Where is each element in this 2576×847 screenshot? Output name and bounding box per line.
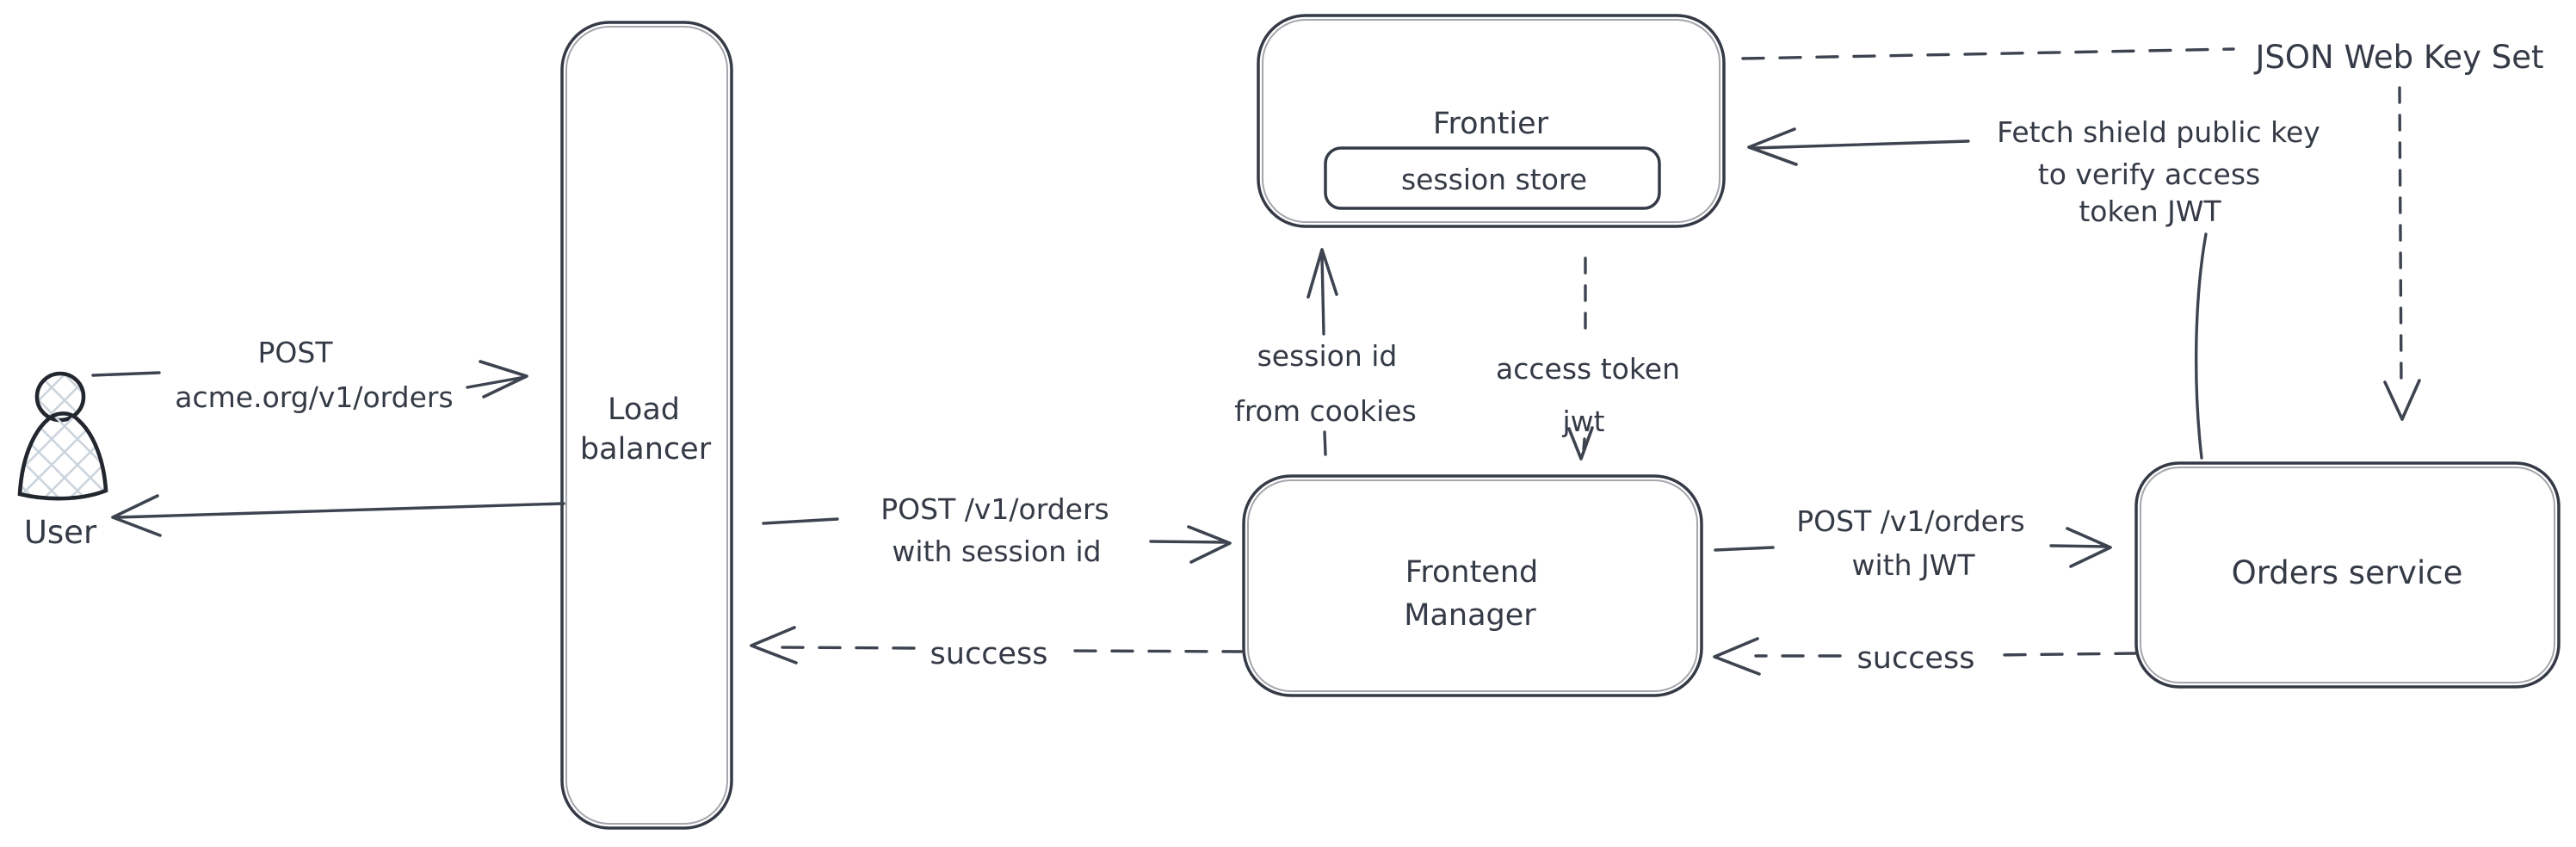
edge-frontier-to-fm-label-line1: access token [1496, 352, 1680, 386]
arrowhead-left [111, 494, 162, 537]
orders-service-node: Orders service [2134, 461, 2561, 689]
load-balancer-label-line2: balancer [580, 432, 712, 467]
frontier-node: Frontier session store [1257, 14, 1726, 228]
edge-jwks: JSON Web Key Set [1741, 39, 2544, 421]
edge-orders-to-fm-success-label: success [1857, 641, 1975, 676]
session-store-label: session store [1401, 163, 1587, 196]
load-balancer-node: Load balancer [560, 21, 733, 830]
edge-user-to-lb-label-line2: acme.org/v1/orders [175, 380, 453, 414]
edge-fm-to-orders-label-line1: POST /v1/orders [1796, 504, 2024, 538]
arrowhead-left [1713, 637, 1761, 676]
edge-orders-to-frontier-label-line1: Fetch shield public key [1997, 115, 2320, 149]
arrowhead-right [2066, 527, 2112, 568]
arrowhead-up [1307, 248, 1338, 299]
user-label: User [24, 514, 97, 551]
edge-fm-to-lb-success-label: success [930, 637, 1048, 671]
edge-fm-to-frontier: session id from cookies [1234, 248, 1417, 456]
edge-frontier-to-fm-label-line2: jwt [1561, 405, 1604, 438]
arrowhead-right [479, 360, 528, 399]
orders-service-label: Orders service [2232, 554, 2463, 591]
edge-frontier-to-fm: access token jwt [1496, 257, 1680, 461]
edge-fm-to-frontier-label-line2: from cookies [1234, 394, 1417, 428]
edge-fm-to-orders-label-line2: with JWT [1851, 548, 1975, 582]
frontier-label: Frontier [1433, 107, 1549, 141]
edge-fm-to-orders: POST /v1/orders with JWT [1714, 504, 2112, 582]
arrowhead-left [750, 626, 798, 665]
arrowhead-right [1187, 525, 1232, 564]
edge-fm-to-frontier-label-line1: session id [1257, 339, 1398, 373]
edge-orders-to-frontier-label-line2: to verify access [2038, 158, 2260, 191]
arrowhead-left [1747, 127, 1798, 166]
arrowhead-down [2383, 379, 2421, 421]
edge-fm-to-lb-success: success [750, 626, 1245, 671]
edge-orders-to-frontier: Fetch shield public key to verify access… [1747, 115, 2320, 460]
edge-lb-to-fm-label-line2: with session id [892, 535, 1101, 568]
session-store-node: session store [1324, 146, 1661, 210]
edge-lb-to-fm-label-line1: POST /v1/orders [880, 492, 1109, 526]
edge-lb-to-user [111, 494, 565, 537]
jwks-label: JSON Web Key Set [2254, 39, 2544, 76]
edge-orders-to-frontier-label-line3: token JWT [2079, 195, 2221, 228]
arrowhead-down [1567, 426, 1594, 461]
edge-user-to-lb-label-line1: POST [258, 336, 334, 369]
user-icon-body [17, 411, 108, 501]
load-balancer-label-line1: Load [608, 393, 680, 427]
frontend-manager-label-line2: Manager [1404, 598, 1536, 633]
edge-lb-to-fm: POST /v1/orders with session id [762, 492, 1232, 568]
edge-orders-to-fm-success: success [1713, 637, 2138, 676]
user-node: User [17, 371, 108, 551]
edge-user-to-lb: POST acme.org/v1/orders [91, 336, 528, 414]
frontend-manager-label-line1: Frontend [1405, 555, 1538, 590]
frontend-manager-node: Frontend Manager [1242, 474, 1703, 697]
